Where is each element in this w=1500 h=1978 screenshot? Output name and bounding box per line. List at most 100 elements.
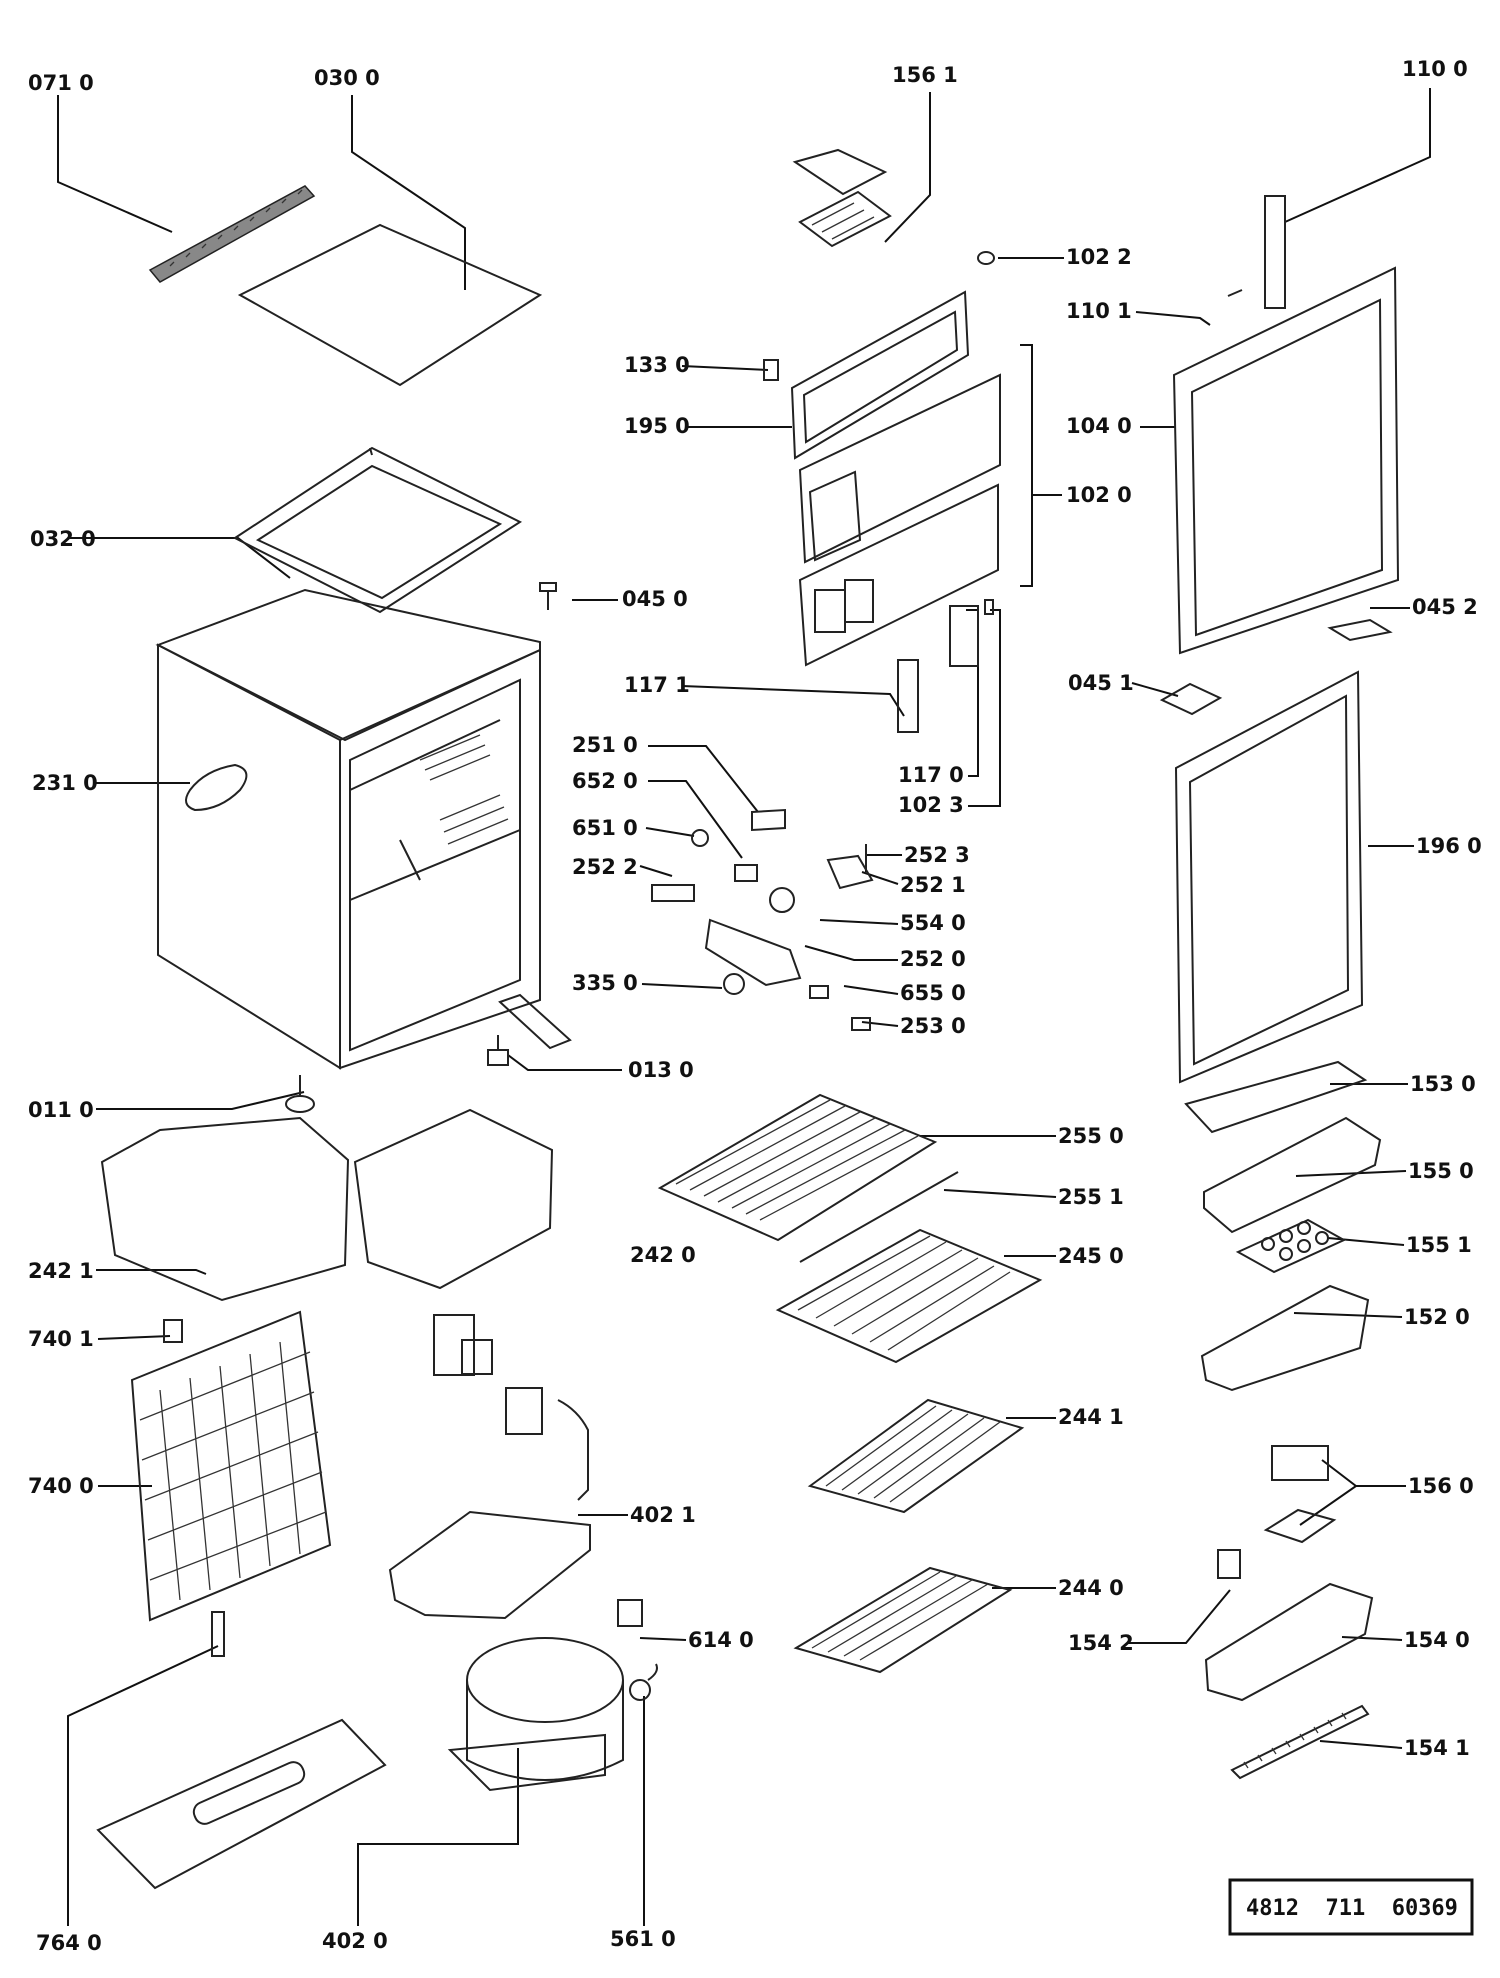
label-253-0: 253 0: [900, 1014, 966, 1038]
label-102-0: 102 0: [1066, 483, 1132, 507]
part-045-0-screw: [539, 582, 557, 610]
label-764-0: 764 0: [36, 1931, 102, 1955]
part-154-2-clip: [1217, 1549, 1241, 1579]
label-155-1: 155 1: [1406, 1233, 1472, 1257]
part-032-0-frame: [233, 446, 523, 614]
label-252-2: 252 2: [572, 855, 638, 879]
label-153-0: 153 0: [1410, 1072, 1476, 1096]
label-561-0: 561 0: [610, 1927, 676, 1951]
part-156-1-ice-tray: [792, 148, 892, 248]
label-154-2: 154 2: [1068, 1631, 1134, 1655]
label-196-0: 196 0: [1416, 834, 1482, 858]
part-195-0-gasket: [790, 290, 970, 460]
part-402-1-tray: [388, 1510, 591, 1620]
label-154-1: 154 1: [1404, 1736, 1470, 1760]
part-drawings: [96, 148, 1400, 1890]
label-110-0: 110 0: [1402, 57, 1468, 81]
part-thermostat-group: [651, 808, 874, 1031]
part-244-0-shelf: [793, 1566, 1013, 1674]
part-231-0-plate: [185, 763, 248, 812]
label-244-0: 244 0: [1058, 1576, 1124, 1600]
part-011-0-foot: [285, 1075, 315, 1113]
document-number-box: 4812 711 60369: [1228, 1878, 1474, 1936]
part-102-0-freezer-door: [798, 373, 1001, 667]
label-152-0: 152 0: [1404, 1305, 1470, 1329]
label-252-3: 252 3: [904, 843, 970, 867]
part-764-0-pipe: [211, 1611, 225, 1657]
document-number: 4812 711 60369: [1246, 1896, 1458, 1921]
label-117-1: 117 1: [624, 673, 690, 697]
part-045-2-hinge: [1327, 618, 1393, 642]
label-655-0: 655 0: [900, 981, 966, 1005]
label-011-0: 011 0: [28, 1098, 94, 1122]
label-013-0: 013 0: [628, 1058, 694, 1082]
part-156-0-butter-box: [1263, 1445, 1337, 1544]
label-117-0: 117 0: [898, 763, 964, 787]
label-251-0: 251 0: [572, 733, 638, 757]
label-255-1: 255 1: [1058, 1185, 1124, 1209]
part-045-1-hinge: [1159, 682, 1223, 716]
label-252-1: 252 1: [900, 873, 966, 897]
label-740-1: 740 1: [28, 1327, 94, 1351]
part-402-0-compressor: [447, 1637, 624, 1792]
label-740-0: 740 0: [28, 1474, 94, 1498]
part-102-3-pin: [984, 599, 994, 615]
part-242-0-drawer: [353, 1108, 554, 1290]
label-255-0: 255 0: [1058, 1124, 1124, 1148]
part-255-0-shelf: [657, 1093, 938, 1242]
label-242-1: 242 1: [28, 1259, 94, 1283]
part-110-1-pin: [1227, 289, 1243, 297]
label-252-0: 252 0: [900, 947, 966, 971]
part-561-0-valve: [629, 1663, 658, 1701]
label-402-1: 402 1: [630, 1503, 696, 1527]
part-071-0-strip: [148, 185, 316, 283]
label-102-3: 102 3: [898, 793, 964, 817]
label-652-0: 652 0: [572, 769, 638, 793]
part-117-0-plate: [949, 605, 979, 667]
label-045-2: 045 2: [1412, 595, 1478, 619]
label-335-0: 335 0: [572, 971, 638, 995]
part-base-plate: [96, 1718, 387, 1890]
part-155-1-egg-tray: [1235, 1218, 1347, 1274]
label-133-0: 133 0: [624, 353, 690, 377]
label-045-0: 045 0: [622, 587, 688, 611]
part-133-0-clip: [763, 359, 779, 381]
part-255-1-rod: [799, 1171, 959, 1263]
part-155-0-shelf: [1203, 1116, 1382, 1234]
part-102-2-knob: [977, 251, 995, 265]
part-labels: 071 0 030 0 156 1 110 0 102 2 110 1 133 …: [28, 57, 1482, 1955]
label-195-0: 195 0: [624, 414, 690, 438]
part-154-1-strip: [1230, 1704, 1370, 1780]
part-013-0-hinge: [487, 993, 572, 1066]
label-231-0: 231 0: [32, 771, 98, 795]
part-196-0-gasket: [1174, 670, 1364, 1084]
part-117-1-hinge: [897, 659, 919, 733]
part-relay: [433, 1314, 589, 1501]
part-110-0-bracket: [1264, 195, 1286, 309]
part-cabinet: [155, 588, 541, 1070]
part-245-0-shelf: [775, 1228, 1043, 1364]
part-153-0-shelf: [1184, 1060, 1368, 1134]
label-156-0: 156 0: [1408, 1474, 1474, 1498]
part-740-1-clip: [163, 1319, 183, 1343]
label-154-0: 154 0: [1404, 1628, 1470, 1652]
part-152-0-shelf: [1200, 1284, 1370, 1392]
label-156-1: 156 1: [892, 63, 958, 87]
label-045-1: 045 1: [1068, 671, 1134, 695]
label-651-0: 651 0: [572, 816, 638, 840]
label-155-0: 155 0: [1408, 1159, 1474, 1183]
label-102-2: 102 2: [1066, 245, 1132, 269]
label-110-1: 110 1: [1066, 299, 1132, 323]
part-614-0-clip: [617, 1599, 643, 1627]
label-245-0: 245 0: [1058, 1244, 1124, 1268]
label-402-0: 402 0: [322, 1929, 388, 1953]
label-244-1: 244 1: [1058, 1405, 1124, 1429]
part-740-0-condenser: [130, 1310, 332, 1622]
part-244-1-shelf: [807, 1398, 1025, 1514]
label-614-0: 614 0: [688, 1628, 754, 1652]
label-071-0: 071 0: [28, 71, 94, 95]
label-032-0: 032 0: [30, 527, 96, 551]
part-242-1-drawer: [100, 1116, 350, 1302]
part-030-0-top-plate: [237, 223, 543, 387]
